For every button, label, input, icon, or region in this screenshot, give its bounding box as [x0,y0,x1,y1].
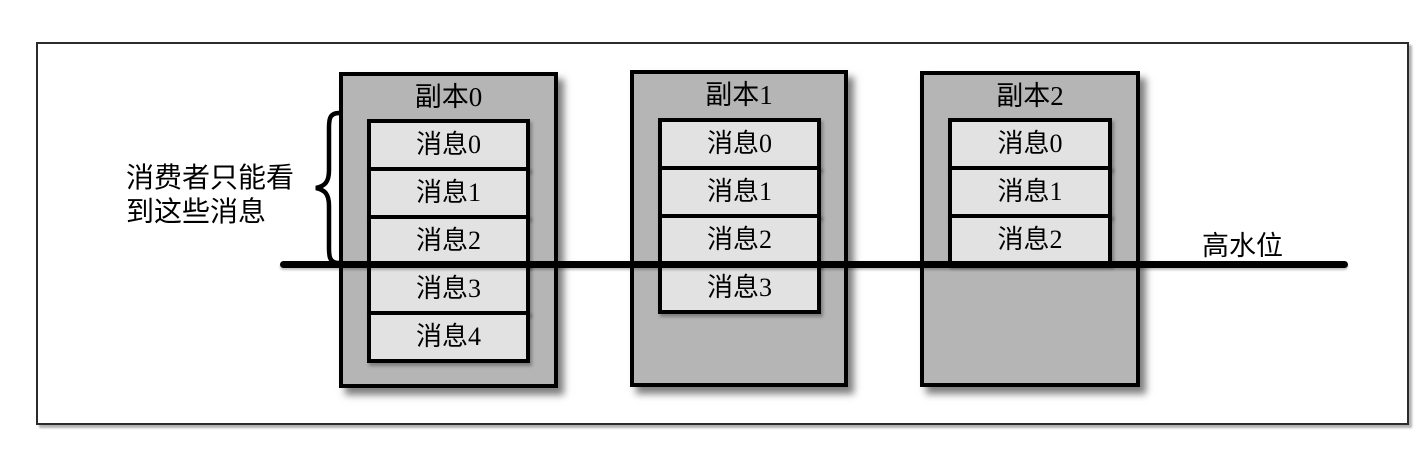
message-box: 消息4 [367,311,530,363]
replica-box-1: 副本1 消息0 消息1 消息2 消息3 [630,70,848,387]
consumer-annotation-line1: 消费者只能看 [126,163,295,194]
message-box: 消息0 [948,118,1112,170]
message-box: 消息1 [658,166,821,218]
message-box: 消息2 [948,214,1112,266]
message-box: 消息2 [658,214,821,266]
replica-box-2: 副本2 消息0 消息1 消息2 [920,71,1140,387]
replica-box-0: 副本0 消息0 消息1 消息2 消息3 消息4 [339,72,558,388]
message-box: 消息3 [658,262,821,314]
replica-title: 副本1 [705,80,773,110]
message-stack: 消息0 消息1 消息2 消息3 [658,118,821,314]
message-box: 消息0 [658,118,821,170]
consumer-annotation-line2: 到这些消息 [126,197,267,228]
message-box: 消息1 [948,166,1112,218]
replica-title: 副本0 [414,82,483,112]
high-watermark-line [280,261,1348,268]
high-watermark-label: 高水位 [1202,231,1283,261]
consumer-annotation: 消费者只能看 到这些消息 [126,162,294,230]
message-box: 消息0 [367,119,530,171]
message-box: 消息1 [367,167,530,219]
message-box: 消息2 [367,215,530,267]
message-stack: 消息0 消息1 消息2 [948,118,1112,266]
message-stack: 消息0 消息1 消息2 消息3 消息4 [367,119,530,363]
curly-brace-icon [315,110,341,266]
replica-title: 副本2 [996,81,1064,111]
message-box: 消息3 [367,263,530,315]
